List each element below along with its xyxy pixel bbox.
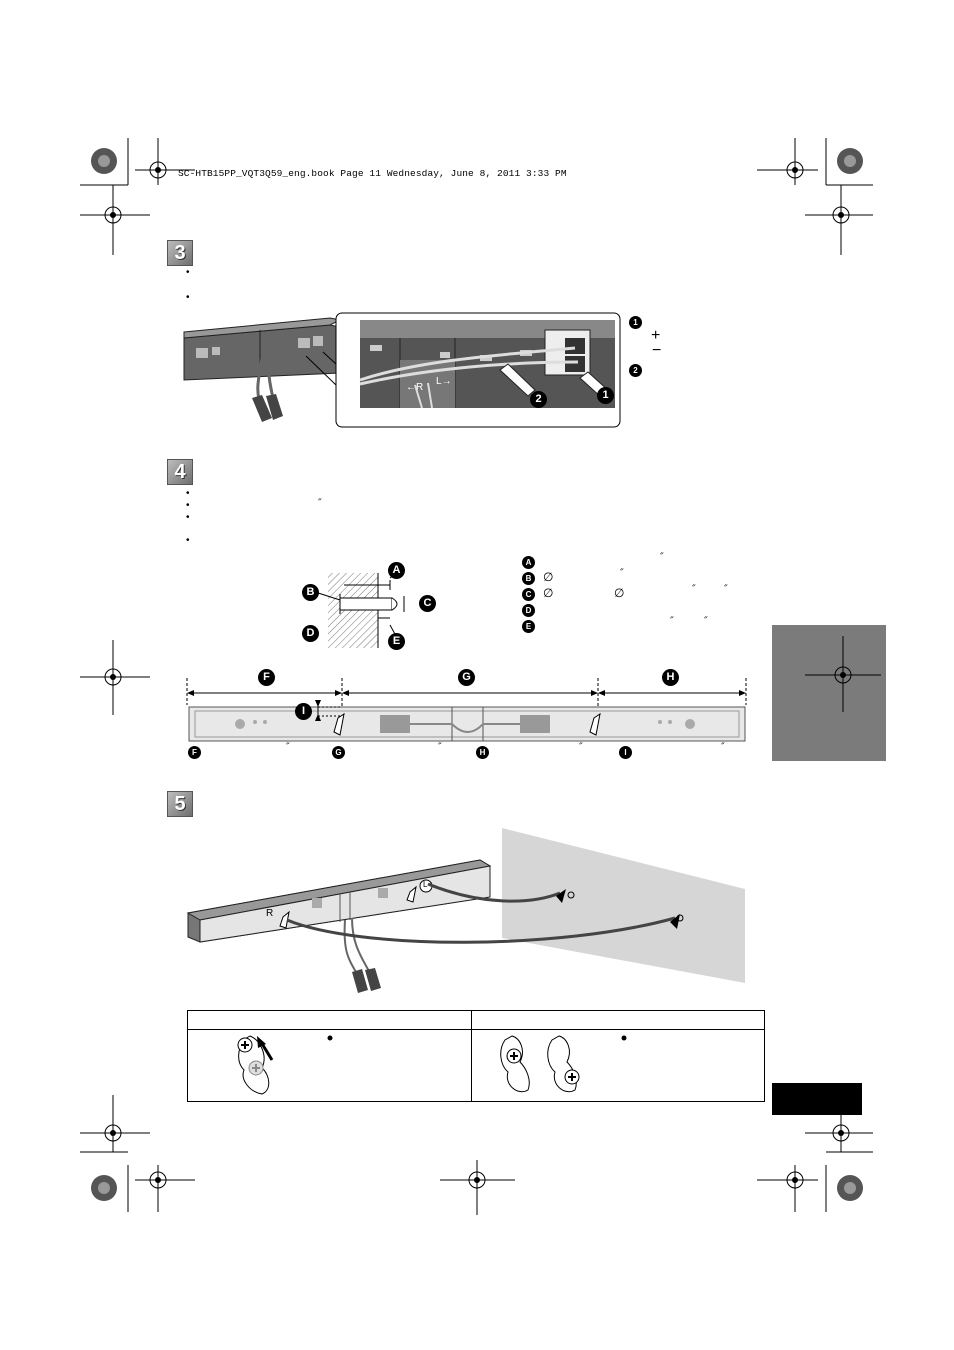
label-a: A	[388, 562, 405, 579]
legend-c-diameter-1: ∅	[543, 586, 554, 600]
legend-b: B	[522, 572, 535, 585]
legend-d: D	[522, 604, 535, 617]
legend-e-inch-2: ″	[704, 616, 708, 627]
step-3-badge: 3	[167, 240, 193, 266]
print-header: SC-HTB15PP_VQT3Q59_eng.book Page 11 Wedn…	[178, 168, 567, 179]
callout-2-in-box: 2	[530, 391, 547, 408]
legend-e-inch-1: ″	[670, 616, 674, 627]
legend-f: F	[188, 746, 201, 759]
speaker-r-marker: R	[266, 908, 274, 919]
inch-mark: ″	[318, 498, 322, 509]
callout-2-legend: 2	[629, 364, 642, 377]
legend-a-inch: ″	[660, 552, 664, 563]
legend-i: I	[619, 746, 632, 759]
label-e: E	[388, 633, 405, 650]
terminal-r-label: ←R	[406, 382, 424, 393]
label-f: F	[258, 669, 275, 686]
label-g: G	[458, 669, 475, 686]
legend-a: A	[522, 556, 535, 569]
speaker-l-marker: L	[423, 880, 428, 889]
label-b: B	[302, 584, 319, 601]
legend-g-inch: ″	[438, 742, 442, 753]
chapter-side-tab	[772, 625, 886, 761]
page-number-tab	[772, 1083, 862, 1115]
legend-h: H	[476, 746, 489, 759]
legend-b-diameter: ∅	[543, 570, 554, 584]
table-header-row	[188, 1011, 764, 1030]
label-h: H	[662, 669, 679, 686]
step-5-badge: 5	[167, 791, 193, 817]
legend-f-inch: ″	[286, 742, 290, 753]
legend-i-inch: ″	[721, 742, 725, 753]
step-4-badge: 4	[167, 459, 193, 485]
legend-g: G	[332, 746, 345, 759]
legend-c-diameter-2: ∅	[614, 586, 625, 600]
plus-sign: +	[651, 327, 661, 344]
mounting-check-table	[187, 1010, 765, 1102]
legend-h-inch: ″	[579, 742, 583, 753]
callout-1-legend: 1	[629, 316, 642, 329]
table-divider	[471, 1011, 472, 1101]
label-c: C	[419, 595, 436, 612]
legend-c-inch-2: ″	[724, 584, 728, 595]
label-d: D	[302, 625, 319, 642]
terminal-l-label: L→	[436, 376, 452, 387]
legend-c-inch-1: ″	[692, 584, 696, 595]
legend-b-inch: ″	[620, 568, 624, 579]
legend-c: C	[522, 588, 535, 601]
callout-1-in-box: 1	[597, 387, 614, 404]
legend-e: E	[522, 620, 535, 633]
minus-sign: −	[652, 342, 662, 359]
label-i: I	[295, 703, 312, 720]
